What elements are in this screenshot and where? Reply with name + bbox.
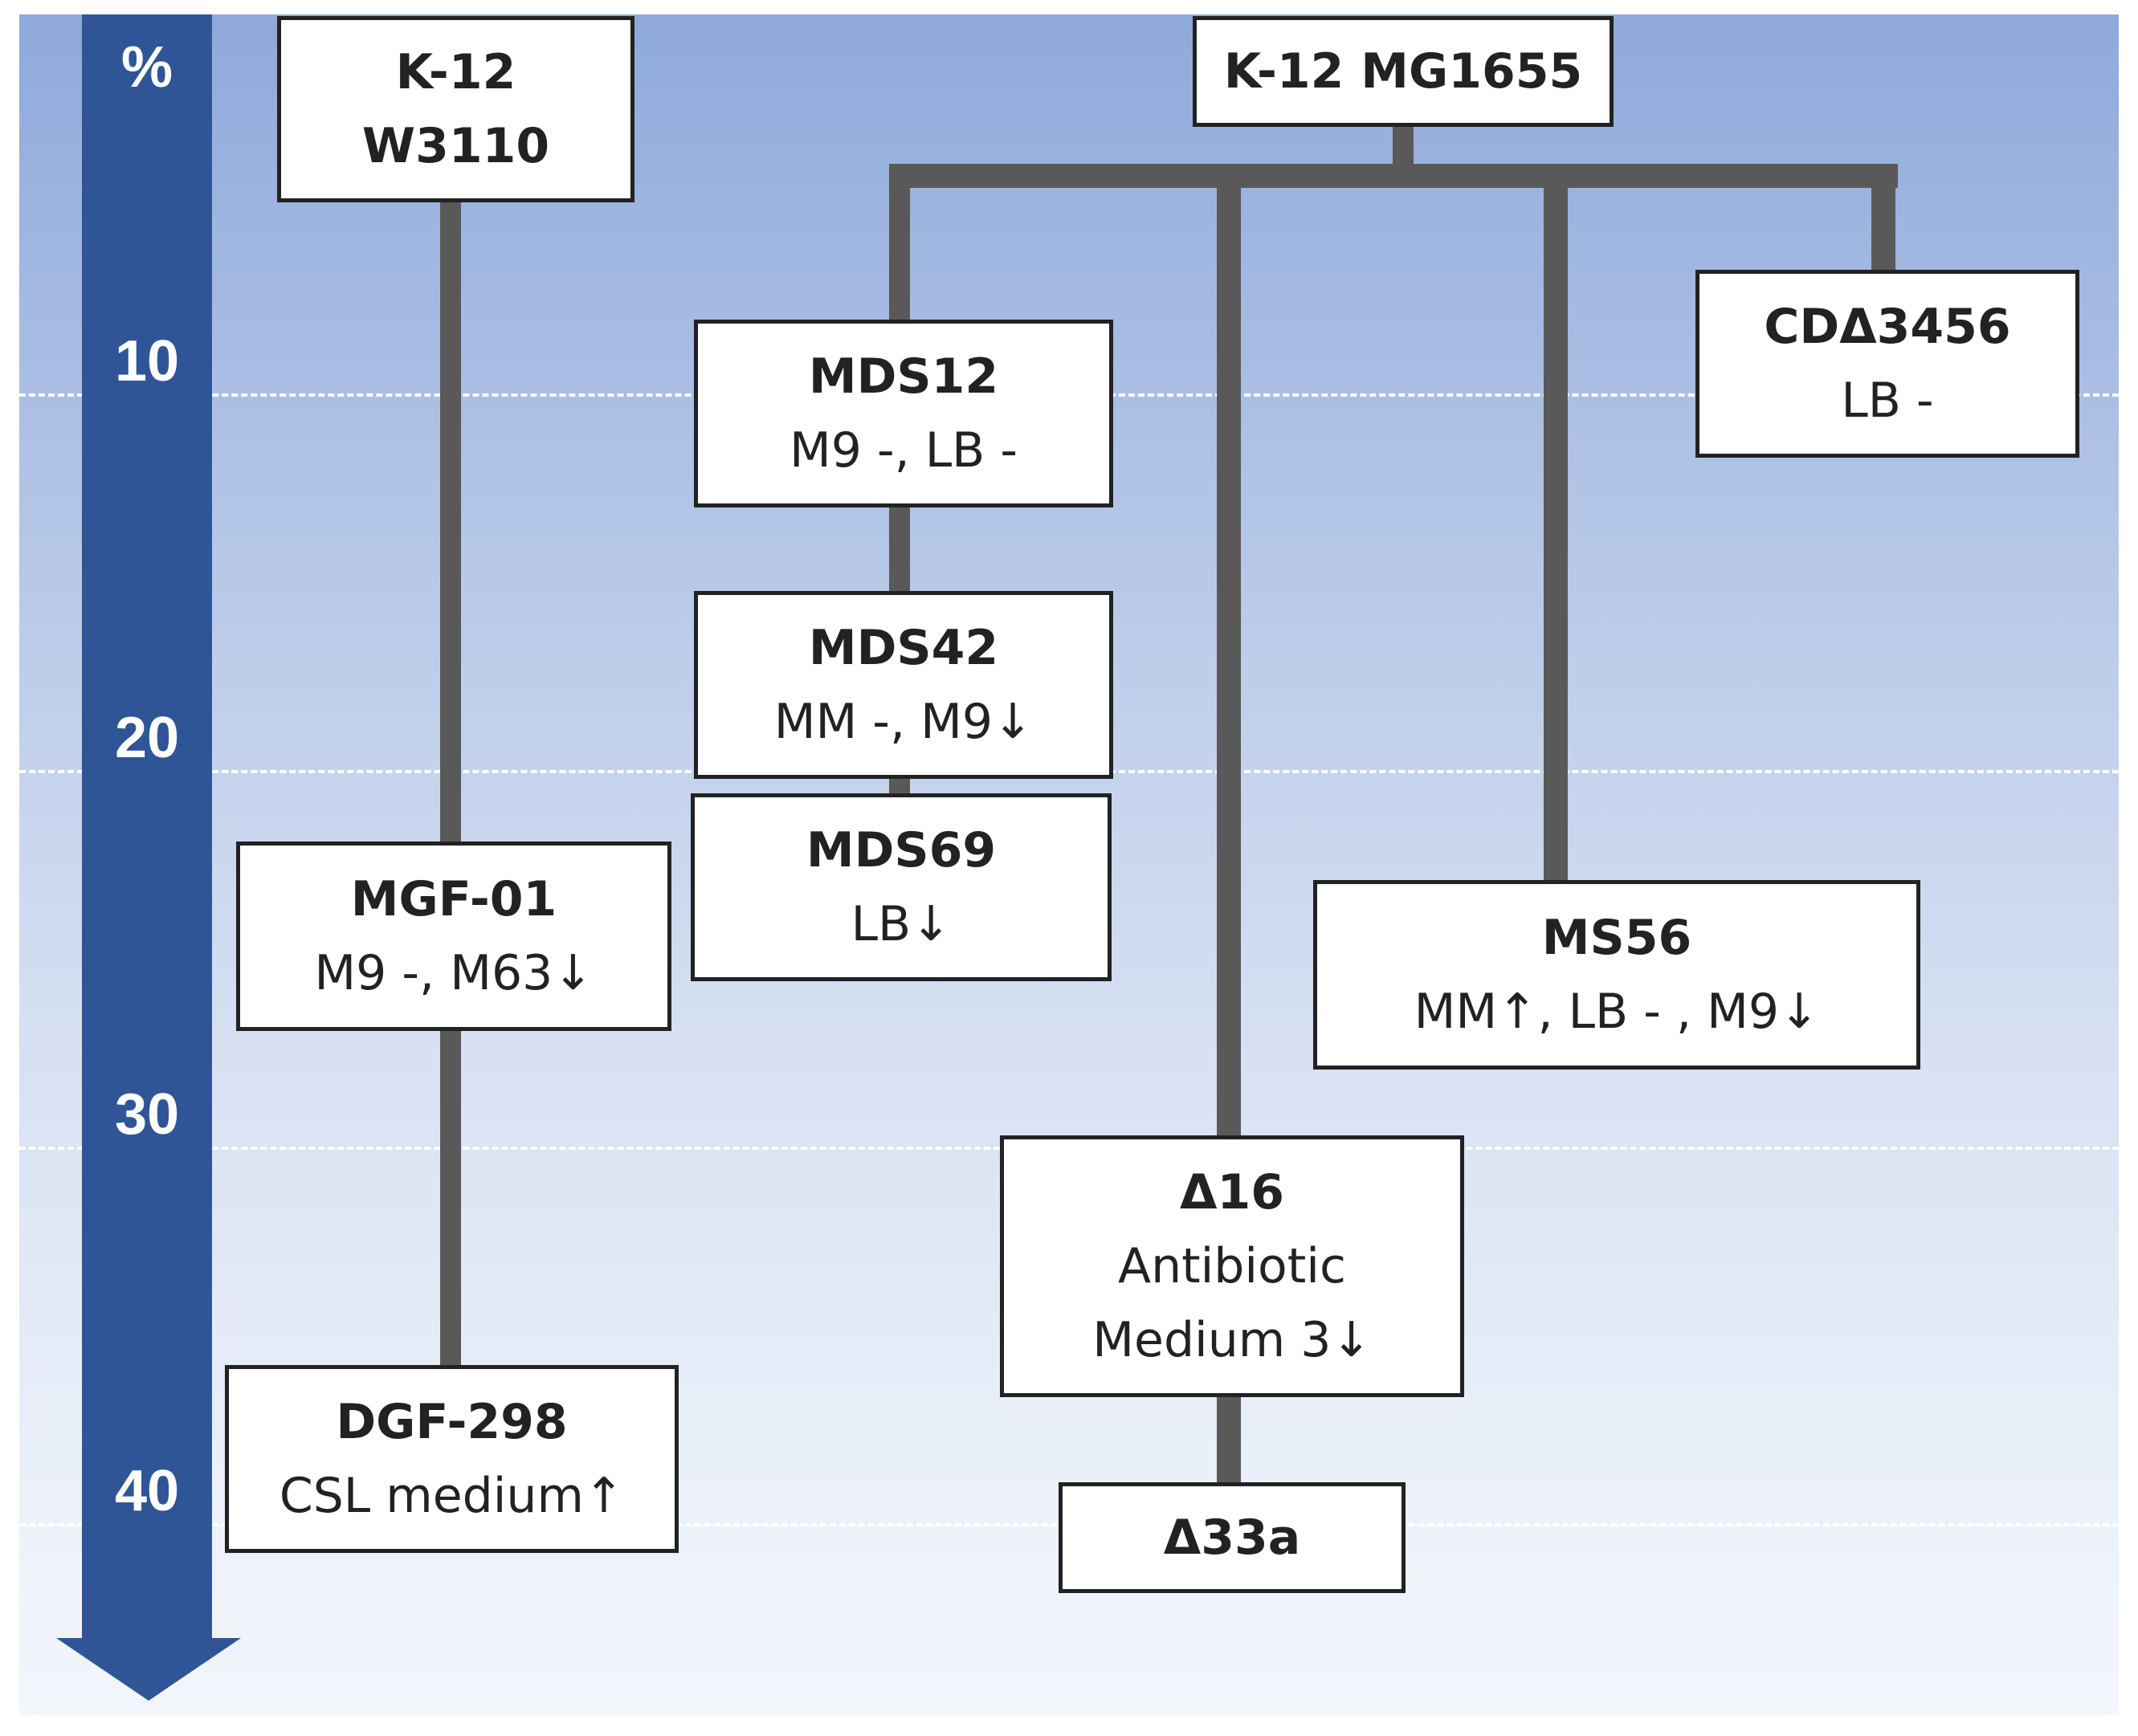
growth-note: M9 -, LB -	[789, 422, 1018, 479]
strain-name: W3110	[361, 118, 550, 174]
strain-box-delta16: Δ16 Antibiotic Medium 3↓	[1000, 1135, 1464, 1397]
strain-name: MGF-01	[350, 871, 557, 927]
axis-tick-30: 30	[114, 1082, 180, 1147]
strain-box-mgf01: MGF-01 M9 -, M63↓	[236, 842, 671, 1031]
strain-name: Δ16	[1180, 1164, 1284, 1220]
strain-box-mds12: MDS12 M9 -, LB -	[694, 320, 1113, 507]
lineage-connector	[440, 1028, 461, 1368]
growth-note: LB↓	[851, 896, 952, 952]
strain-name: MDS12	[808, 348, 999, 405]
strain-name: K-12 MG1655	[1223, 43, 1583, 100]
lineage-branch-bar	[889, 164, 1898, 188]
lineage-connector	[889, 164, 910, 323]
axis-tick-10: 10	[114, 329, 180, 393]
strain-name: MS56	[1541, 910, 1692, 966]
strain-box-ms56: MS56 MM↑, LB - , M9↓	[1313, 880, 1920, 1070]
strain-name: DGF-298	[336, 1394, 568, 1450]
depth-axis-arrow-shaft	[82, 14, 212, 1640]
growth-note: CSL medium↑	[279, 1468, 625, 1524]
strain-name: MDS69	[806, 822, 997, 878]
strain-box-delta33a: Δ33a	[1059, 1482, 1406, 1593]
strain-box-mds69: MDS69 LB↓	[691, 793, 1112, 981]
strain-name: MDS42	[808, 620, 999, 676]
lineage-connector	[889, 506, 910, 594]
growth-note: Medium 3↓	[1092, 1312, 1372, 1368]
strain-name: Δ33a	[1163, 1510, 1301, 1566]
axis-tick-40: 40	[114, 1459, 180, 1523]
lineage-connector	[1544, 164, 1568, 883]
strain-box-mg1655: K-12 MG1655	[1193, 16, 1614, 127]
strain-box-dgf298: DGF-298 CSL medium↑	[225, 1365, 679, 1553]
growth-note: MM -, M9↓	[773, 694, 1034, 750]
lineage-connector	[440, 199, 461, 845]
axis-unit-label: %	[120, 35, 173, 100]
lineage-connector	[1217, 164, 1241, 1139]
growth-note: LB -	[1841, 373, 1934, 429]
growth-note: MM↑, LB - , M9↓	[1414, 984, 1820, 1040]
growth-note: Antibiotic	[1118, 1238, 1346, 1294]
strain-box-w3110: K-12 W3110	[277, 16, 634, 202]
strain-name: CDΔ3456	[1764, 299, 2011, 355]
growth-note: M9 -, M63↓	[314, 945, 594, 1001]
strain-box-cd3456: CDΔ3456 LB -	[1695, 270, 2079, 458]
lineage-connector	[889, 776, 910, 797]
lineage-connector	[1217, 1394, 1241, 1485]
axis-tick-20: 20	[114, 706, 180, 770]
lineage-connector	[1871, 164, 1895, 273]
strain-name: K-12	[395, 44, 516, 100]
strain-box-mds42: MDS42 MM -, M9↓	[694, 591, 1113, 779]
depth-axis-arrowhead	[56, 1638, 241, 1701]
lineage-connector	[1393, 124, 1414, 167]
